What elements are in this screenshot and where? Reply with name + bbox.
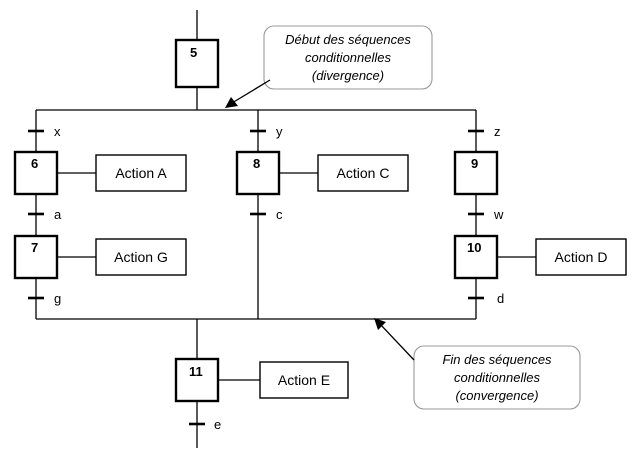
step-11: 11	[174, 357, 220, 403]
convergence-note-line1: Fin des séquences	[442, 352, 552, 367]
convergence-note-line2: conditionnelles	[454, 370, 541, 385]
action-c-box: Action C	[317, 154, 409, 192]
step-7-number: 7	[31, 240, 38, 255]
step-7: 7	[13, 234, 59, 280]
transition-x-label: x	[54, 124, 61, 139]
step-5: 5	[174, 38, 220, 89]
step-8: 8	[235, 150, 281, 196]
divergence-arrow-line	[231, 79, 271, 104]
step-5-number: 5	[190, 45, 197, 60]
action-g-box: Action G	[95, 238, 187, 276]
divergence-note-line2: conditionnelles	[305, 50, 392, 65]
transition-w-label: w	[493, 207, 504, 222]
action-d-label: Action D	[555, 249, 608, 265]
transition-y-label: y	[276, 124, 283, 139]
step-6: 6	[13, 150, 59, 196]
step-10: 10	[453, 234, 499, 280]
divergence-callout: Début des séquences conditionnelles (div…	[263, 25, 433, 90]
action-a-box: Action A	[95, 154, 187, 192]
convergence-arrow-head	[374, 318, 386, 330]
divergence-note-line1: Début des séquences	[285, 32, 411, 47]
step-11-number: 11	[189, 364, 203, 379]
action-d-box: Action D	[535, 238, 627, 276]
action-e-box: Action E	[259, 361, 349, 399]
step-9: 9	[453, 150, 499, 196]
transition-z-label: z	[494, 124, 501, 139]
convergence-callout: Fin des séquences conditionnelles (conve…	[413, 345, 581, 410]
step-9-number: 9	[471, 156, 478, 171]
action-a-label: Action A	[115, 165, 167, 181]
action-g-label: Action G	[114, 249, 168, 265]
action-c-label: Action C	[337, 165, 390, 181]
divergence-arrow-head	[225, 97, 238, 108]
action-e-label: Action E	[278, 372, 330, 388]
transition-c-label: c	[276, 207, 283, 222]
transition-a-label: a	[54, 207, 62, 222]
step-8-number: 8	[253, 156, 260, 171]
transition-g-label: g	[54, 291, 61, 306]
convergence-note-line3: (convergence)	[455, 388, 538, 403]
transition-e-label: e	[214, 417, 221, 432]
step-10-number: 10	[467, 240, 481, 255]
transition-d-label: d	[497, 291, 504, 306]
convergence-arrow-line	[379, 323, 415, 361]
step-6-number: 6	[31, 156, 38, 171]
divergence-note-line3: (divergence)	[312, 68, 384, 83]
